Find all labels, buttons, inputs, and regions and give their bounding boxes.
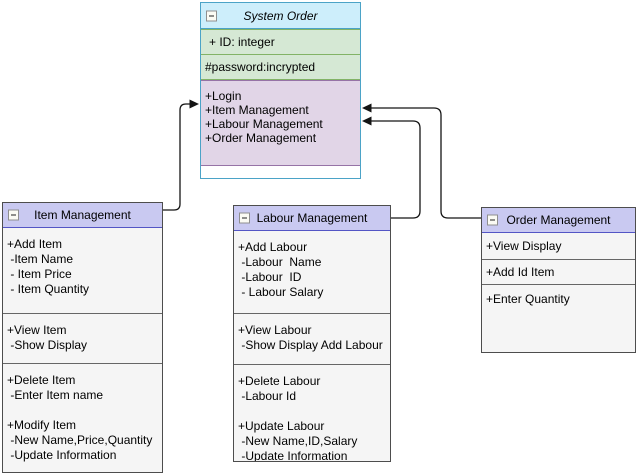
collapse-icon[interactable]: [239, 212, 250, 224]
class-title: Order Management: [506, 213, 611, 227]
class-title: Labour Management: [256, 211, 368, 225]
minus-glyph: [209, 15, 214, 16]
collapse-icon[interactable]: [487, 214, 498, 226]
class-order-management[interactable]: Order Management +View Display +Add Id I…: [481, 207, 636, 353]
minus-glyph: [490, 219, 495, 221]
item-management-header[interactable]: Item Management: [3, 203, 162, 228]
labour-management-header[interactable]: Labour Management: [234, 206, 390, 231]
item-add-section[interactable]: +Add Item -Item Name - Item Price - Item…: [7, 237, 90, 296]
connector-labour-to-system-order[interactable]: [362, 116, 421, 219]
order-add-id-item-row[interactable]: +Add Id Item: [482, 259, 635, 284]
class-title: Item Management: [34, 208, 131, 222]
class-system-order[interactable]: System Order + ID: integer #password:inc…: [200, 2, 361, 179]
class-labour-management[interactable]: Labour Management +Add Labour -Labour Na…: [233, 205, 391, 462]
system-order-methods-section[interactable]: +Login +Item Management +Labour Manageme…: [201, 80, 360, 166]
arrowhead-icon: [362, 116, 372, 126]
labour-delete-update-section[interactable]: +Delete Labour -Labour Id +Update Labour…: [234, 364, 390, 461]
order-enter-quantity-row[interactable]: +Enter Quantity: [482, 284, 635, 352]
labour-add-section[interactable]: +Add Labour -Labour Name -Labour ID - La…: [238, 240, 324, 299]
collapse-icon[interactable]: [206, 10, 217, 21]
connector-order-to-system-order[interactable]: [362, 103, 481, 219]
attribute-password-row[interactable]: #password:incrypted: [201, 54, 360, 80]
minus-glyph: [242, 217, 247, 219]
item-view-section[interactable]: +View Item -Show Display: [3, 313, 162, 363]
system-order-header[interactable]: System Order: [201, 3, 360, 29]
arrowhead-icon: [189, 99, 199, 109]
arrowhead-icon: [362, 103, 372, 113]
collapse-icon[interactable]: [8, 209, 19, 221]
item-delete-modify-section[interactable]: +Delete Item -Enter Item name +Modify It…: [3, 363, 162, 472]
order-management-header[interactable]: Order Management: [482, 208, 635, 233]
class-item-management[interactable]: Item Management +Add Item -Item Name - I…: [2, 202, 163, 473]
labour-view-section[interactable]: +View Labour -Show Display Add Labour: [234, 313, 390, 364]
order-view-display-row[interactable]: +View Display: [486, 239, 562, 253]
class-title: System Order: [243, 8, 318, 23]
minus-glyph: [11, 214, 16, 216]
attribute-id-row[interactable]: + ID: integer: [201, 29, 360, 55]
connector-item-to-system-order[interactable]: [162, 99, 199, 211]
